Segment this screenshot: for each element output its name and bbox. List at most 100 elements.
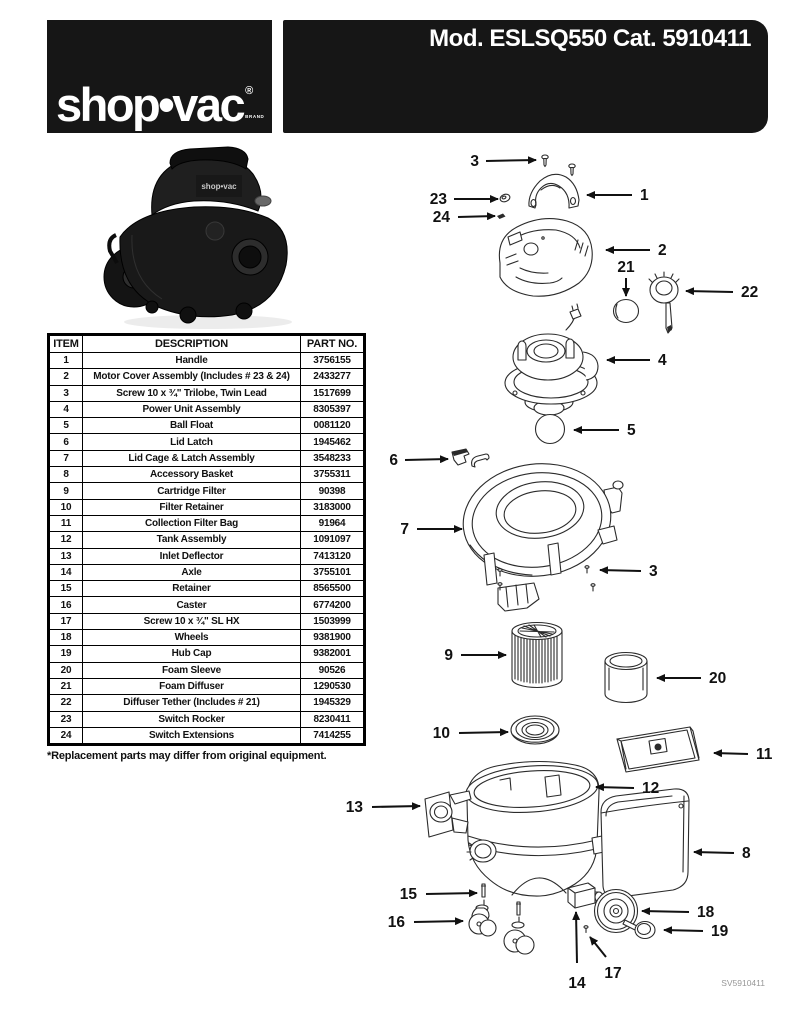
svg-text:22: 22 xyxy=(741,284,758,301)
item-cell: 12 xyxy=(48,531,83,549)
description-cell: Foam Sleeve xyxy=(82,661,301,679)
replacement-footnote: *Replacement parts may differ from origi… xyxy=(47,750,327,762)
description-cell: Tank Assembly xyxy=(82,531,301,549)
shopvac-logo: shop•vac ® BRAND xyxy=(47,20,272,133)
item-cell: 5 xyxy=(48,417,83,435)
model-number-text: Mod. ESLSQ550 Cat. 5910411 xyxy=(429,25,751,52)
callout-21-foam-diffuser: 21 xyxy=(617,259,635,297)
part-diffuser-tether xyxy=(648,271,680,334)
item-cell: 24 xyxy=(48,726,83,746)
table-header-row: ITEM DESCRIPTION PART NO. xyxy=(48,334,365,353)
photo-gray-fitting xyxy=(254,195,272,207)
svg-text:15: 15 xyxy=(400,886,418,903)
part-power-unit xyxy=(504,303,599,416)
part-foam-diffuser xyxy=(612,298,640,324)
description-cell: Axle xyxy=(82,563,301,582)
photo-shadow xyxy=(124,315,292,329)
callout-18-wheel: 18 xyxy=(641,904,715,921)
callout-7-lid-cage: 7 xyxy=(400,521,463,538)
part-casters xyxy=(468,899,535,955)
svg-text:17: 17 xyxy=(604,965,621,982)
photo-emblem xyxy=(205,221,225,241)
model-banner: Mod. ESLSQ550 Cat. 5910411 xyxy=(283,20,768,133)
callout-22-diffuser-tether: 22 xyxy=(685,284,758,301)
registered-mark: ® xyxy=(245,84,254,97)
part-lid-latch xyxy=(451,448,490,468)
part-lid-cage xyxy=(462,463,624,612)
svg-text:24: 24 xyxy=(433,209,451,226)
product-photo: shop•vac xyxy=(103,146,292,329)
description-cell: Accessory Basket xyxy=(82,466,301,484)
part-foam-sleeve xyxy=(604,651,648,704)
item-cell: 11 xyxy=(48,514,83,533)
part-no-cell: 8230411 xyxy=(300,710,365,728)
part-switch-extension xyxy=(497,213,506,219)
item-cell: 17 xyxy=(48,612,83,631)
description-cell: Retainer xyxy=(82,580,301,598)
callout-8-accessory-basket: 8 xyxy=(693,845,751,862)
col-header-description: DESCRIPTION xyxy=(82,334,301,353)
logo-wordmark: shop•vac xyxy=(56,77,246,131)
svg-text:20: 20 xyxy=(709,670,726,687)
svg-text:4: 4 xyxy=(658,352,667,369)
item-cell: 23 xyxy=(48,710,83,728)
description-cell: Inlet Deflector xyxy=(82,547,301,565)
vacuum-illustration: shop•vac xyxy=(103,146,288,324)
part-retainer-pins xyxy=(480,883,522,916)
part-screw-wheel xyxy=(583,925,589,934)
description-cell: Lid Cage & Latch Assembly xyxy=(82,449,301,468)
description-cell: Foam Diffuser xyxy=(82,677,301,696)
svg-text:21: 21 xyxy=(617,259,635,276)
svg-text:2: 2 xyxy=(658,242,667,259)
callout-24-switch-extensions: 24 xyxy=(433,209,496,226)
description-cell: Power Unit Assembly xyxy=(82,400,301,419)
callout-2-motor-cover: 2 xyxy=(605,242,667,259)
item-cell: 19 xyxy=(48,645,83,663)
item-cell: 3 xyxy=(48,384,83,402)
svg-text:1: 1 xyxy=(640,187,649,204)
logo-marks: ® BRAND xyxy=(245,85,264,119)
item-cell: 1 xyxy=(48,351,83,370)
description-cell: Collection Filter Bag xyxy=(82,514,301,533)
callout-1-handle: 1 xyxy=(586,187,649,204)
part-inlet-deflector xyxy=(424,790,472,838)
callout-10-filter-retainer: 10 xyxy=(433,725,509,742)
description-cell: Switch Extensions xyxy=(82,726,301,746)
item-cell: 6 xyxy=(48,433,83,451)
part-no-cell: 7414255 xyxy=(300,726,365,746)
brand-label: BRAND xyxy=(245,113,265,119)
description-cell: Ball Float xyxy=(82,417,301,435)
part-switch-rocker xyxy=(499,193,511,203)
callout-13-inlet-deflector: 13 xyxy=(346,799,421,816)
description-cell: Switch Rocker xyxy=(82,710,301,728)
part-screws-lid xyxy=(497,565,596,592)
item-cell: 13 xyxy=(48,547,83,565)
description-cell: Screw 10 x ¾" Trilobe, Twin Lead xyxy=(82,384,301,402)
svg-text:3: 3 xyxy=(470,153,479,170)
item-cell: 16 xyxy=(48,596,83,614)
diagram-callouts: 3 1 23 24 2 21 22 4 5 6 7 3 9 20 10 11 1… xyxy=(346,153,773,992)
item-cell: 7 xyxy=(48,449,83,468)
description-cell: Hub Cap xyxy=(82,645,301,663)
callout-12-tank: 12 xyxy=(595,780,659,797)
svg-text:19: 19 xyxy=(711,923,729,940)
callout-11-collection-bag: 11 xyxy=(713,746,773,763)
svg-text:9: 9 xyxy=(444,647,453,664)
svg-text:12: 12 xyxy=(642,780,659,797)
svg-text:18: 18 xyxy=(697,904,715,921)
